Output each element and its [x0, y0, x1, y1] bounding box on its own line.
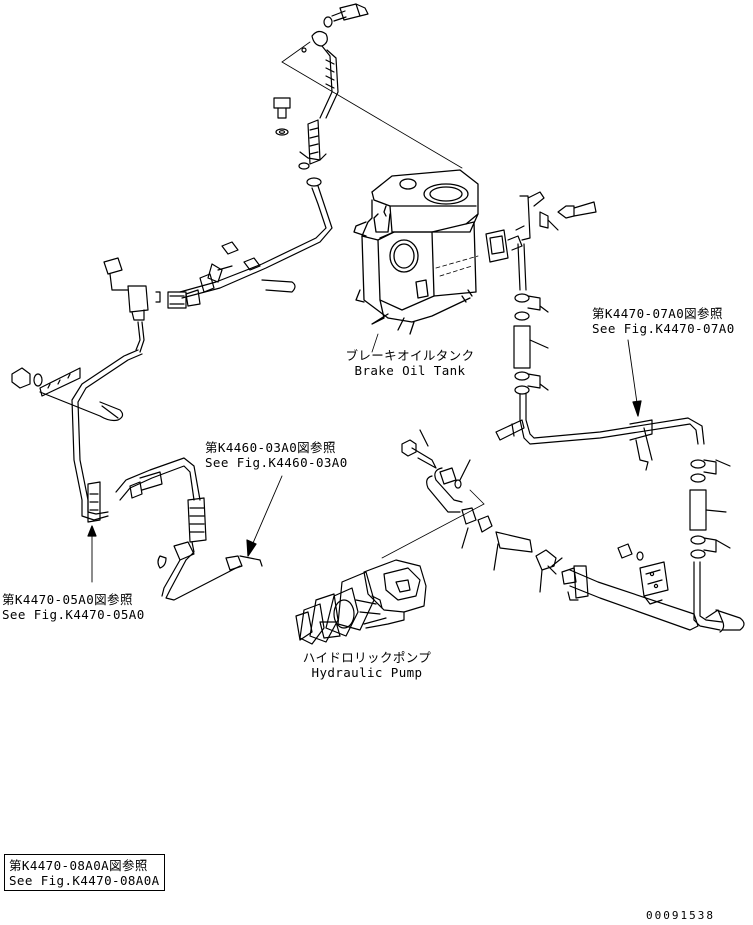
- ref-08a0a-jp: 第K4470-08A0A図参照: [9, 858, 148, 873]
- ref-box-k4470-08a0a: 第K4470-08A0A図参照 See Fig.K4470-08A0A: [4, 854, 165, 891]
- brake-oil-tank-label-en: Brake Oil Tank: [354, 363, 466, 378]
- clamp-group-left: [167, 241, 296, 309]
- steel-tube-right-upper: [495, 393, 705, 471]
- arrow-ref-03a0: [246, 475, 283, 557]
- center-fitting-group: [401, 429, 563, 593]
- tank-right-fitting: [485, 191, 597, 263]
- brake-oil-tank-label: ブレーキオイルタンク Brake Oil Tank: [340, 348, 480, 378]
- hydraulic-pump: [295, 559, 427, 645]
- leader-top-tank: [281, 61, 463, 169]
- ref-03a0-en: See Fig.K4460-03A0: [205, 455, 348, 470]
- brake-oil-tank: [353, 169, 479, 335]
- hydraulic-pump-label-jp: ハイドロリックポンプ: [302, 650, 432, 665]
- ref-05a0-jp: 第K4470-05A0図参照: [2, 592, 133, 607]
- ref-07a0-jp: 第K4470-07A0図参照: [592, 306, 723, 321]
- steel-tube-right-lower: [561, 543, 699, 631]
- steel-tube-long-left: [71, 349, 143, 521]
- ref-label-k4460-03a0: 第K4460-03A0図参照 See Fig.K4460-03A0: [205, 440, 348, 470]
- top-hose: [319, 45, 339, 119]
- ref-07a0-en: See Fig.K4470-07A0: [592, 321, 735, 336]
- arrow-ref-05a0: [87, 525, 97, 583]
- hydraulic-hose-middle: [115, 457, 263, 601]
- brake-oil-tank-label-jp: ブレーキオイルタンク: [345, 348, 475, 363]
- ref-label-k4470-05a0: 第K4470-05A0図参照 See Fig.K4470-05A0: [2, 592, 145, 622]
- drawing-number: 00091538: [646, 909, 715, 922]
- mid-hose-segment: [298, 119, 327, 187]
- top-bolt-and-fitting: [301, 3, 369, 53]
- pressure-switch: [103, 257, 161, 353]
- nut-washer-bracket-left: [11, 367, 124, 523]
- ref-label-k4470-07a0: 第K4470-07A0図参照 See Fig.K4470-07A0: [592, 306, 735, 336]
- steel-tube-left: [179, 185, 333, 299]
- ref-03a0-jp: 第K4460-03A0図参照: [205, 440, 336, 455]
- hydraulic-pump-label: ハイドロリックポンプ Hydraulic Pump: [293, 650, 441, 680]
- leader-tank-label: [371, 333, 379, 353]
- right-hose-stack-upper: [513, 243, 549, 395]
- ref-05a0-en: See Fig.K4470-05A0: [2, 607, 145, 622]
- mid-bolt-stack: [273, 97, 291, 136]
- hydraulic-pump-label-en: Hydraulic Pump: [311, 665, 423, 680]
- right-hose-stack-lower: [689, 459, 745, 633]
- leader-pump: [381, 503, 485, 559]
- ref-08a0a-en: See Fig.K4470-08A0A: [9, 873, 160, 888]
- arrow-ref-07a0: [627, 339, 642, 417]
